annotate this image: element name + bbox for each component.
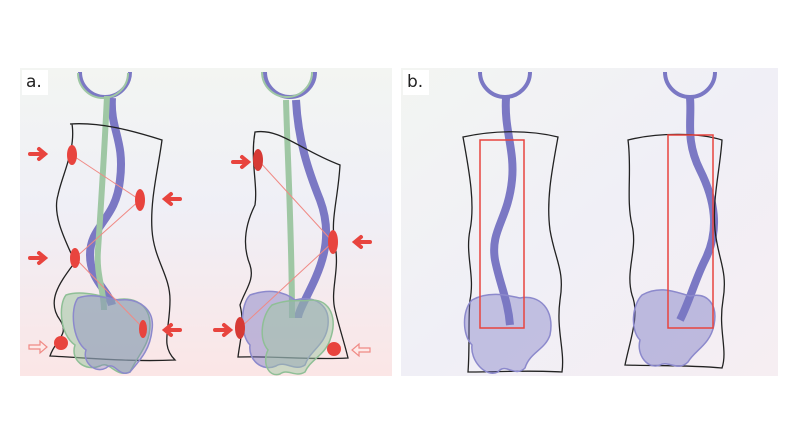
- arrow-right-icon: [28, 251, 49, 265]
- arrow-left-icon: [161, 192, 182, 206]
- force-point: [70, 248, 80, 268]
- hollow-arrow-left-icon: [351, 342, 371, 358]
- panel-a: [20, 68, 392, 376]
- force-point: [67, 145, 77, 165]
- green-filament: [94, 95, 110, 311]
- panel-b-background: [401, 68, 778, 376]
- cell-a-right: [213, 71, 372, 376]
- measurement-box: [479, 139, 525, 329]
- arrow-right-icon: [231, 155, 252, 169]
- cell-b-right: [624, 71, 726, 369]
- anchor-point: [54, 336, 68, 350]
- cell-a-left: [28, 71, 182, 374]
- purple-body: [72, 295, 154, 374]
- arrow-left-icon: [351, 235, 372, 249]
- arrow-left-icon: [161, 323, 182, 337]
- arrow-right-icon: [213, 323, 234, 337]
- force-point: [139, 320, 147, 338]
- cell-b-left: [462, 71, 564, 374]
- hollow-arrow-right-icon: [28, 339, 48, 355]
- arrow-right-icon: [28, 147, 49, 161]
- panel-label-a: a.: [22, 70, 48, 95]
- panel-b: [401, 68, 778, 376]
- force-point: [135, 189, 145, 211]
- measurement-box: [667, 134, 714, 329]
- panel-label-b: b.: [403, 70, 430, 95]
